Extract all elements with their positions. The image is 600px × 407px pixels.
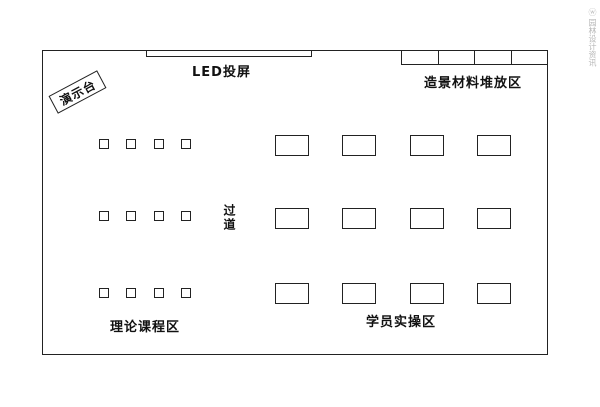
storage-shelves	[401, 50, 548, 65]
classroom-outline	[42, 50, 548, 355]
practice-desk	[410, 283, 444, 304]
storage-shelf-cell	[475, 51, 512, 64]
storage-shelf-cell	[439, 51, 475, 64]
practice-desk	[477, 135, 511, 156]
theory-seat	[99, 288, 109, 298]
theory-seat	[99, 211, 109, 221]
theory-seat	[126, 288, 136, 298]
storage-shelf-cell	[512, 51, 548, 64]
theory-seat	[181, 288, 191, 298]
practice-area-label: 学员实操区	[366, 315, 437, 330]
practice-desk	[275, 283, 309, 304]
watermark: ⓦ 园林设计资讯	[588, 8, 597, 67]
practice-desk	[342, 208, 376, 229]
practice-desk	[477, 283, 511, 304]
theory-seat	[126, 139, 136, 149]
practice-desk	[410, 135, 444, 156]
aisle-label: 过道	[222, 204, 236, 232]
led-screen-bar	[146, 50, 312, 57]
theory-seat	[126, 211, 136, 221]
practice-desk	[410, 208, 444, 229]
storage-shelf-cell	[402, 51, 439, 64]
theory-area-label: 理论课程区	[110, 320, 181, 335]
practice-desk	[275, 135, 309, 156]
led-screen-label: LED投屏	[192, 65, 251, 80]
practice-desk	[342, 283, 376, 304]
practice-desk	[342, 135, 376, 156]
theory-seat	[154, 139, 164, 149]
theory-seat	[181, 139, 191, 149]
theory-seat	[99, 139, 109, 149]
practice-desk	[275, 208, 309, 229]
storage-area-label: 造景材料堆放区	[424, 76, 523, 91]
theory-seat	[181, 211, 191, 221]
practice-desk	[477, 208, 511, 229]
theory-seat	[154, 211, 164, 221]
theory-seat	[154, 288, 164, 298]
